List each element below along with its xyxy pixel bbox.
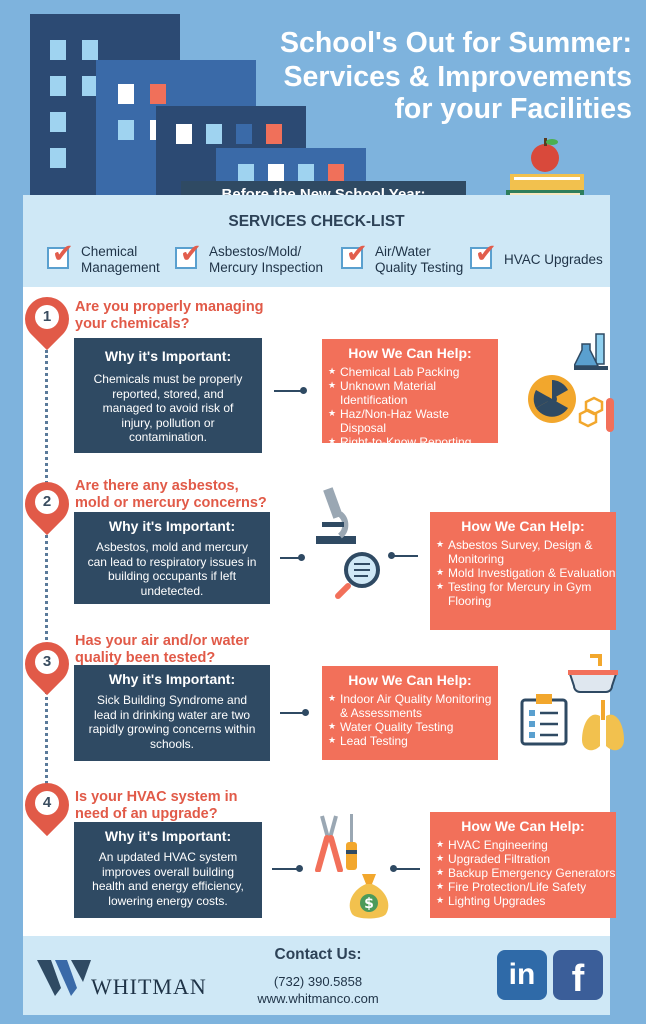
connector-line [274,390,304,392]
svg-text:$: $ [364,896,374,912]
checkbox: ✔ [341,241,368,269]
magnifier-icon [335,552,380,599]
help-item: Asbestos Survey, Design & Monitoring [436,538,616,566]
connector-line [280,712,306,714]
connector-dot [296,865,303,872]
checkmark-icon: ✔ [475,239,497,269]
checkbox: ✔ [175,241,202,269]
lungs-icon [582,700,624,751]
phone-number[interactable]: (732) 390.5858 [273,974,363,989]
help-item: Right-to-Know Reporting [328,435,498,449]
checklist-item: HVAC Upgrades [504,252,603,267]
help-item: Upgraded Filtration [436,852,616,866]
whitman-logo-icon [37,960,91,996]
page-title: School's Out for Summer: [280,27,632,59]
why-important-box: Why it's Important: Sick Building Syndro… [74,665,270,761]
timeline [45,350,48,790]
clipboard-checklist-icon [520,694,568,746]
facebook-icon[interactable]: f [553,950,603,1000]
page-title: Services & Improvements [283,61,633,93]
step-number: 2 [35,490,59,514]
how-we-can-help-box: How We Can Help: Asbestos Survey, Design… [430,512,616,630]
connector-line [392,555,418,557]
microscope-icon [316,487,356,544]
help-item: Fire Protection/Life Safety [436,880,616,894]
step-number: 1 [35,305,59,329]
step-question: Are there any asbestos,mold or mercury c… [75,478,267,511]
page-title: for your Facilities [394,93,632,125]
connector-line [272,868,300,870]
help-item: Unknown Material Identification [328,379,498,407]
how-we-can-help-box: How We Can Help: HVAC Engineering Upgrad… [430,812,616,918]
connector-dot [390,865,397,872]
help-item: Water Quality Testing [328,720,498,734]
connector-line [394,868,420,870]
help-item: Backup Emergency Generators [436,866,616,880]
checkbox: ✔ [47,241,74,269]
help-item: Mold Investigation & Evaluation [436,566,616,580]
help-item: Chemical Lab Packing [328,365,498,379]
connector-dot [298,554,305,561]
money-bag-icon: $ [349,874,389,919]
help-item: Indoor Air Quality Monitoring & Assessme… [328,692,498,720]
connector-line [280,557,302,559]
checkmark-icon: ✔ [180,239,202,269]
help-item: Lighting Upgrades [436,894,616,908]
website-link[interactable]: www.whitmanco.com [257,991,379,1006]
lab-flask-icon [574,333,608,370]
help-item: Lead Testing [328,734,498,748]
connector-dot [302,709,309,716]
pliers-icon [315,815,343,872]
linkedin-icon[interactable]: in [497,950,547,1000]
checkmark-icon: ✔ [346,239,368,269]
hazard-molecule-icon [578,396,614,432]
contact-title: Contact Us: [274,946,362,963]
connector-dot [388,552,395,559]
help-item: HVAC Engineering [436,838,616,852]
how-we-can-help-box: How We Can Help: Chemical Lab Packing Un… [322,339,498,449]
step-number: 3 [35,650,59,674]
checklist-title: SERVICES CHECK-LIST [228,213,405,230]
help-item: Testing for Mercury in Gym Flooring [436,580,616,608]
help-item: Haz/Non-Haz Waste Disposal [328,407,498,435]
why-important-box: Why it's Important: An updated HVAC syst… [74,822,262,918]
company-name: WHITMAN [91,974,207,999]
header: School's Out for Summer: Services & Impr… [0,0,646,209]
checkbox: ✔ [470,241,497,269]
why-important-box: Why it's Important: Asbestos, mold and m… [74,512,270,604]
footer: WHITMAN Contact Us: (732) 390.5858 www.w… [23,936,610,1015]
sink-faucet-icon [568,654,618,693]
checkmark-icon: ✔ [52,239,74,269]
how-we-can-help-box: How We Can Help: Indoor Air Quality Moni… [322,666,498,760]
screwdriver-icon [346,814,357,870]
step-number: 4 [35,791,59,815]
checklist-item: Asbestos/Mold/Mercury Inspection [209,244,324,275]
connector-dot [300,387,307,394]
radiation-icon [528,375,576,423]
why-important-box: Why it's Important: Chemicals must be pr… [74,338,262,453]
